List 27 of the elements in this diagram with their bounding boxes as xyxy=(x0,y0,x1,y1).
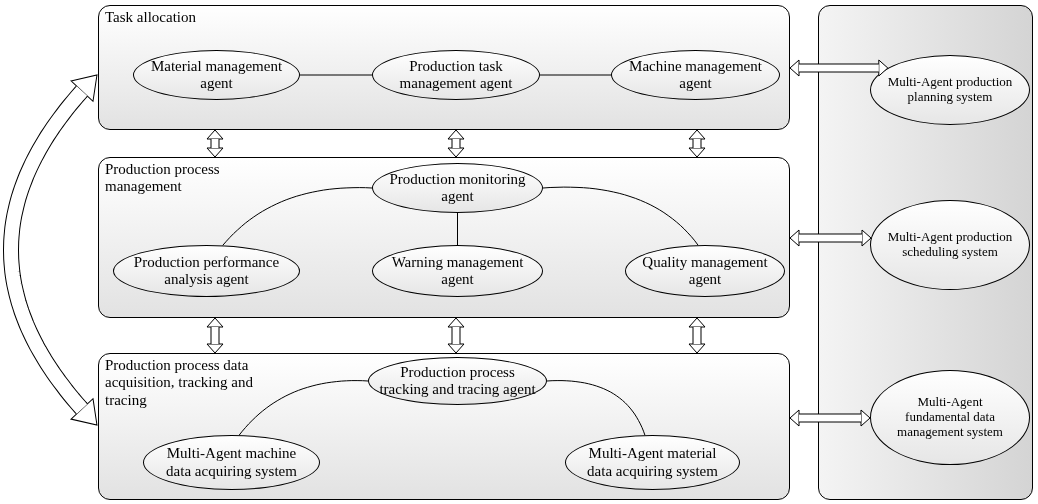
connector-line xyxy=(238,380,369,436)
system-name: Multi-Agent fundamental data management system xyxy=(896,395,1004,440)
agent-name: Quality management agent xyxy=(641,253,769,289)
agent-name: Production monitoring agent xyxy=(388,170,527,206)
system-panel xyxy=(818,5,1033,500)
layer-panel xyxy=(98,353,790,500)
agent-name: Machine management agent xyxy=(628,57,763,93)
layer-panel xyxy=(98,5,790,130)
agent-name: Production performance analysis agent xyxy=(132,253,281,289)
layer-title: Task allocation xyxy=(105,9,197,27)
connector-line xyxy=(299,74,373,76)
connector-line xyxy=(546,380,646,436)
connector-line xyxy=(222,187,373,246)
layer-panel xyxy=(98,157,790,318)
connector-line xyxy=(457,212,458,246)
agent-name: Material management agent xyxy=(149,57,284,93)
agent-name: Warning management agent xyxy=(390,253,525,289)
system-name: Multi-Agent production planning system xyxy=(887,75,1013,105)
connector-line xyxy=(539,74,612,76)
agent-name: Multi-Agent material data acquiring system xyxy=(586,445,719,480)
layer-title: Production process management xyxy=(105,161,221,196)
connector-line xyxy=(542,186,699,246)
agent-name: Multi-Agent machine data acquiring system xyxy=(165,445,298,480)
layer-title: Production process data acquisition, tracking and tracing xyxy=(105,357,254,409)
agent-name: Production process tracking and tracing agent xyxy=(379,363,536,399)
system-name: Multi-Agent production scheduling system xyxy=(887,230,1013,260)
agent-name: Production task management agent xyxy=(398,57,514,93)
